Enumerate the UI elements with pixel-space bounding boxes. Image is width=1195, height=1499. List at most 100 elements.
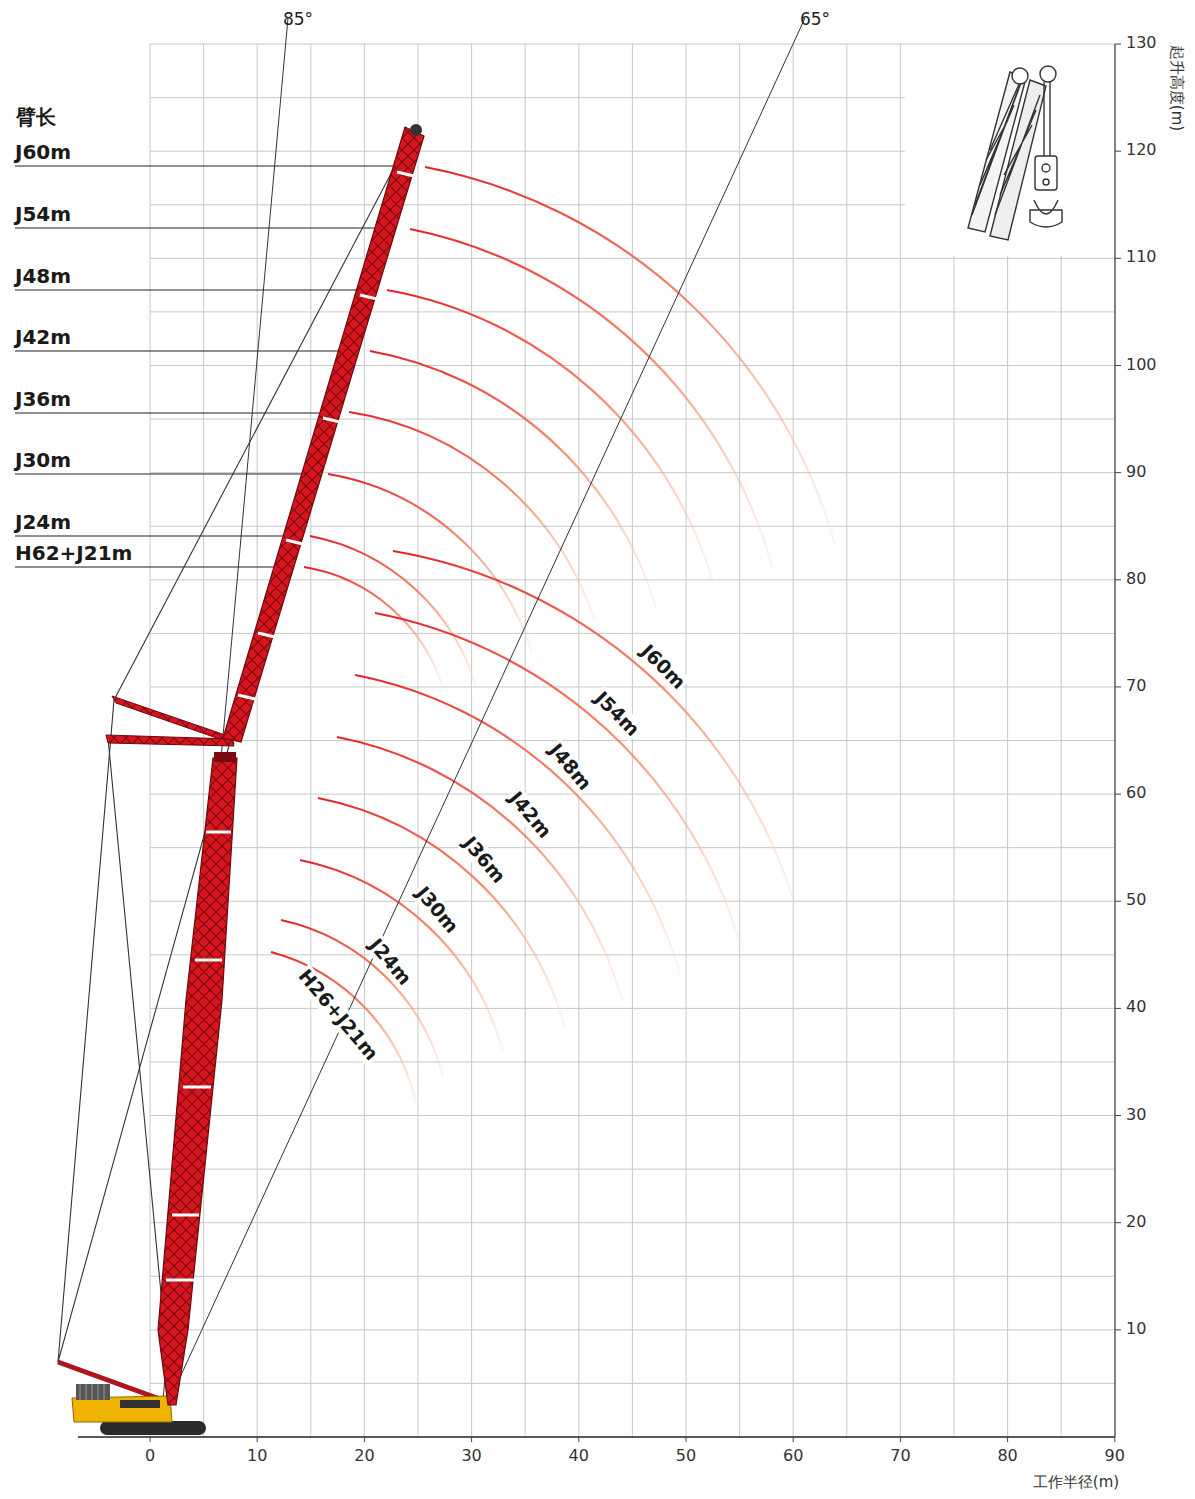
curve-label: H26+J21m xyxy=(292,964,383,1067)
grid-line xyxy=(150,472,1115,473)
x-tick-label: 90 xyxy=(1105,1447,1125,1465)
jib-length-label: J30m xyxy=(15,449,71,472)
grid-line xyxy=(150,740,1115,741)
y-tick-label: 80 xyxy=(1126,570,1146,588)
axis-tick xyxy=(686,1437,687,1442)
x-tick-label: 10 xyxy=(247,1447,267,1465)
leader-line xyxy=(15,227,384,228)
y-tick-label: 50 xyxy=(1126,891,1146,909)
grid-line xyxy=(150,1169,1115,1170)
axis-tick xyxy=(578,1437,579,1442)
y-tick-label: 70 xyxy=(1126,677,1146,695)
y-tick-label: 40 xyxy=(1126,998,1146,1016)
inset-ground xyxy=(905,45,1114,256)
x-tick-label: 50 xyxy=(676,1447,696,1465)
y-axis-title: 起升高度(m) xyxy=(1167,45,1184,131)
crane-base xyxy=(58,1362,206,1435)
axes xyxy=(78,44,1121,1442)
load-curve xyxy=(310,536,477,690)
x-axis-title: 工作半径(m) xyxy=(1033,1474,1119,1491)
load-curve xyxy=(337,737,622,1000)
legend-heading: 臂长 xyxy=(16,106,56,129)
load-curve xyxy=(425,167,835,545)
grid-line xyxy=(150,365,1115,366)
angle-label: 85° xyxy=(283,10,313,30)
leader-line xyxy=(15,473,311,474)
mast-struts xyxy=(106,696,234,746)
y-tick-label: 100 xyxy=(1126,356,1157,374)
load-curve xyxy=(387,290,713,582)
y-tick-label: 110 xyxy=(1126,248,1157,266)
leader-line xyxy=(15,566,283,567)
grid-line xyxy=(150,419,1115,420)
grid-line xyxy=(150,1276,1115,1277)
jib-length-label: J42m xyxy=(15,326,71,349)
angle-label: 65° xyxy=(800,10,830,30)
axis-tick xyxy=(900,1437,901,1442)
axis-tick xyxy=(1115,151,1121,152)
angle-lines xyxy=(163,18,805,1410)
x-tick-label: 0 xyxy=(145,1447,155,1465)
load-curve xyxy=(304,567,443,688)
axis-tick xyxy=(1115,1222,1121,1223)
grid-line xyxy=(150,1222,1115,1223)
x-tick-label: 30 xyxy=(461,1447,481,1465)
curve-label: J54m xyxy=(589,686,645,742)
jib-length-label: J60m xyxy=(15,141,71,164)
grid-line xyxy=(150,311,1115,312)
axis-tick xyxy=(150,1437,151,1442)
grid-line xyxy=(150,44,1115,45)
grid-line xyxy=(150,901,1115,902)
axis-tick xyxy=(1115,1329,1121,1330)
axis-tick xyxy=(1115,686,1121,687)
x-tick-label: 80 xyxy=(997,1447,1017,1465)
axis-tick xyxy=(364,1437,365,1442)
load-curve xyxy=(375,613,742,950)
leader-line xyxy=(15,165,402,166)
curve-label: J42m xyxy=(503,786,557,844)
axis-tick xyxy=(1115,258,1121,259)
grid-line xyxy=(150,847,1115,848)
y-tick-label: 90 xyxy=(1126,463,1146,481)
jib-length-label: J48m xyxy=(15,265,71,288)
axis-tick xyxy=(1115,472,1121,473)
grid-line xyxy=(1114,44,1115,1437)
y-tick-label: 120 xyxy=(1126,141,1157,159)
grid-line xyxy=(150,1061,1115,1062)
inset-crane-sketch xyxy=(968,66,1062,240)
axis-tick xyxy=(1115,365,1121,366)
load-curve xyxy=(393,551,795,905)
grid-line xyxy=(150,686,1115,687)
main-boom xyxy=(158,752,237,1405)
axis-tick xyxy=(1114,1437,1115,1442)
load-curve xyxy=(318,798,565,1028)
leader-line xyxy=(15,412,329,413)
y-tick-label: 20 xyxy=(1126,1213,1146,1231)
y-tick-label: 130 xyxy=(1126,34,1157,52)
axis-tick xyxy=(1115,794,1121,795)
grid-line xyxy=(150,1383,1115,1384)
load-curve xyxy=(370,351,656,608)
load-curve xyxy=(349,412,595,622)
load-curve xyxy=(410,229,773,570)
leader-line xyxy=(15,535,293,536)
axis-tick xyxy=(257,1437,258,1442)
axis-tick xyxy=(1115,901,1121,902)
axis-tick xyxy=(1115,1008,1121,1009)
load-curve xyxy=(355,675,680,975)
grid-line xyxy=(150,579,1115,580)
y-tick-label: 10 xyxy=(1126,1320,1146,1338)
axis-tick xyxy=(1115,44,1121,45)
axis-tick xyxy=(1115,579,1121,580)
curve-label: J36m xyxy=(457,831,511,889)
jib-length-label: J36m xyxy=(15,388,71,411)
luffing-jib xyxy=(223,124,424,742)
x-tick-label: 20 xyxy=(354,1447,374,1465)
x-tick-label: 70 xyxy=(890,1447,910,1465)
grid xyxy=(150,44,1115,1437)
grid-line xyxy=(150,1329,1115,1330)
grid-line xyxy=(150,1115,1115,1116)
jib-length-label: H62+J21m xyxy=(15,542,132,565)
jib-length-label: J24m xyxy=(15,511,71,534)
